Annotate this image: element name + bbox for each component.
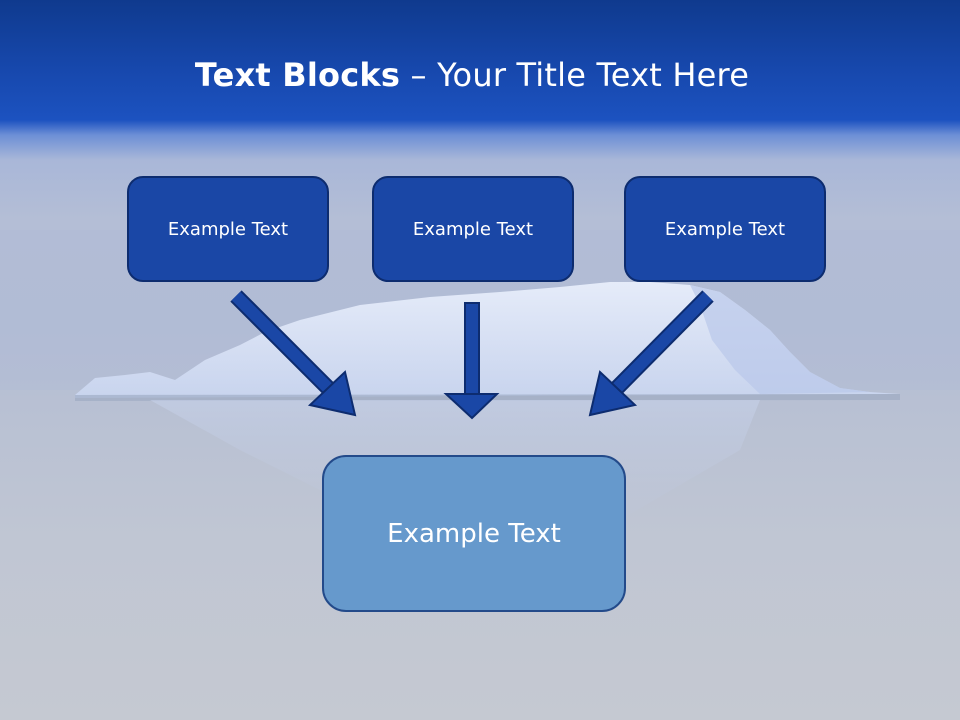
text-block-3-label: Example Text [664, 218, 786, 240]
result-text-block-label: Example Text [387, 518, 561, 549]
text-block-1: Example Text [127, 176, 329, 282]
text-block-2-label: Example Text [412, 218, 534, 240]
arrow-center-down [443, 302, 500, 420]
title-bold-text: Text Blocks [194, 56, 401, 94]
title-dash: – [400, 56, 438, 94]
text-block-2: Example Text [372, 176, 574, 282]
result-text-block: Example Text [322, 455, 626, 612]
arrow-left-diagonal [230, 290, 357, 417]
title-rest-text: Your Title Text Here [437, 56, 750, 94]
text-block-1-label: Example Text [167, 218, 289, 240]
arrow-right-diagonal [588, 290, 714, 417]
text-block-3: Example Text [624, 176, 826, 282]
slide-title: Text Blocks – Your Title Text Here [0, 52, 944, 98]
